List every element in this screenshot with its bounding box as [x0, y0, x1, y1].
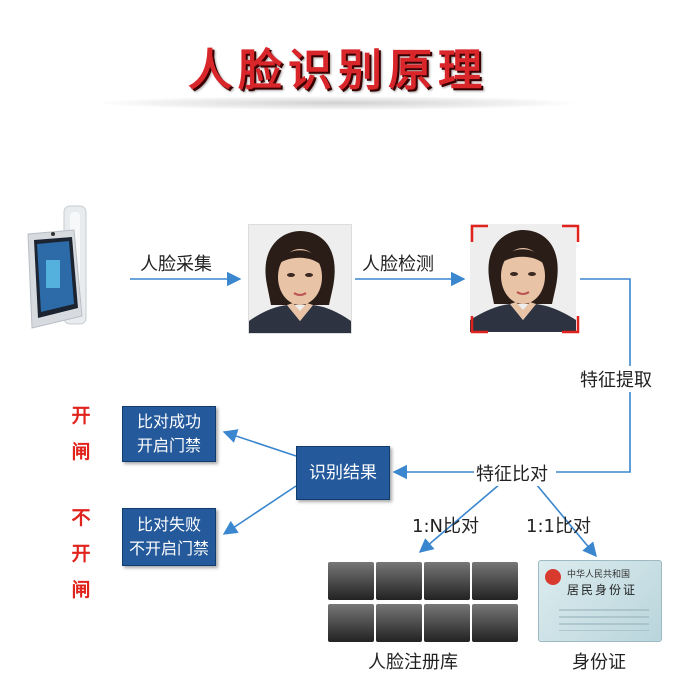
open-gate-text: 开 闸 [68, 398, 94, 470]
db-face-7 [424, 604, 470, 642]
no-open-char-3: 闸 [71, 579, 91, 601]
db-face-3 [424, 562, 470, 600]
face-detection-frame [470, 224, 580, 334]
no-open-char-2: 开 [71, 543, 91, 565]
label-compare: 特征比对 [474, 460, 550, 486]
fail-box: 比对失败 不开启门禁 [122, 508, 216, 566]
arrow-fail [222, 485, 297, 535]
label-extract: 特征提取 [580, 366, 656, 392]
id-card-image: 中华人民共和国 居民身份证 [538, 560, 662, 642]
label-1n: 1:N比对 [412, 516, 479, 537]
open-char-1: 开 [71, 405, 91, 427]
label-detect: 人脸检测 [362, 254, 434, 275]
success-line2: 开启门禁 [136, 436, 201, 455]
fail-line2: 不开启门禁 [128, 539, 209, 558]
id-card-lines [559, 609, 649, 631]
no-open-char-1: 不 [71, 507, 91, 529]
arrow-success [222, 429, 297, 457]
db-face-5 [328, 604, 374, 642]
captured-face-photo [248, 224, 352, 334]
arrow-11 [535, 483, 597, 558]
success-box: 比对成功 开启门禁 [122, 406, 216, 462]
db-face-2 [376, 562, 422, 600]
arrow-1n [418, 483, 501, 553]
label-face-db: 人脸注册库 [368, 652, 458, 673]
id-card-header: 中华人民共和国 [567, 570, 631, 580]
fail-line1: 比对失败 [136, 515, 201, 534]
label-11: 1:1比对 [526, 516, 591, 537]
face-terminal-device [22, 204, 94, 334]
result-label: 识别结果 [309, 463, 377, 483]
db-face-8 [472, 604, 518, 642]
label-id-card: 身份证 [572, 652, 626, 673]
success-line1: 比对成功 [136, 412, 201, 431]
title-shadow [100, 96, 576, 110]
open-char-2: 闸 [71, 441, 91, 463]
no-open-gate-text: 不 开 闸 [68, 500, 94, 608]
db-face-1 [328, 562, 374, 600]
national-emblem-icon [545, 569, 561, 585]
db-face-6 [376, 604, 422, 642]
page-title: 人脸识别原理 [188, 45, 488, 96]
db-face-4 [472, 562, 518, 600]
face-database-grid [328, 562, 518, 642]
recognition-result-box: 识别结果 [296, 446, 390, 500]
label-capture: 人脸采集 [140, 254, 212, 275]
detected-face-photo [470, 224, 576, 332]
id-card-title: 居民身份证 [567, 583, 638, 597]
